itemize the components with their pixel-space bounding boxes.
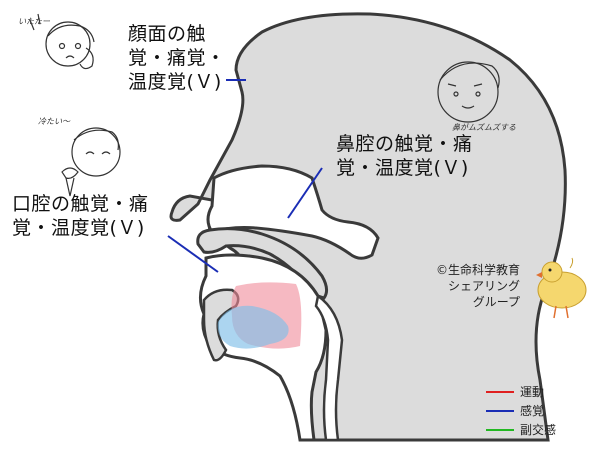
legend: 運動 感覚 副交感	[486, 382, 556, 439]
legend-label: 感覚	[520, 404, 545, 418]
nasal-leader-line	[287, 167, 323, 219]
pharynx	[314, 293, 344, 442]
legend-label: 運動	[520, 385, 545, 399]
head-doodle-caption: 鼻がムズムズする	[452, 123, 516, 132]
nasal-sensation-label: 鼻腔の触覚・痛 覚・温度覚(Ｖ)	[336, 133, 473, 179]
legend-item-motor: 運動	[486, 382, 556, 401]
legend-item-parasympathetic: 副交感	[486, 420, 556, 439]
face-pain-doodle	[29, 13, 95, 70]
credit-text: ©生命科学教育 シェアリング グループ	[435, 263, 520, 309]
legend-item-sensory: 感覚	[486, 401, 556, 420]
face-sensation-label: 顔面の触 覚・痛覚・ 温度覚(Ｖ)	[128, 23, 226, 93]
chick-logo-doodle	[536, 257, 587, 319]
oral-doodle-caption: 冷たい〜	[38, 117, 70, 126]
stuffy-nose-doodle	[437, 61, 500, 123]
sensory-swatch	[486, 409, 514, 412]
oral-leader-line	[167, 235, 219, 273]
ice-cream-doodle	[61, 127, 121, 197]
motor-swatch	[486, 390, 514, 393]
lower-jaw	[202, 288, 240, 362]
tongue-region	[217, 305, 289, 349]
face-doodle-caption: いたたー	[18, 17, 50, 26]
parasympathetic-swatch	[486, 428, 514, 431]
legend-label: 副交感	[520, 423, 557, 437]
oral-sensation-label: 口腔の触覚・痛 覚・温度覚(Ｖ)	[12, 193, 149, 239]
